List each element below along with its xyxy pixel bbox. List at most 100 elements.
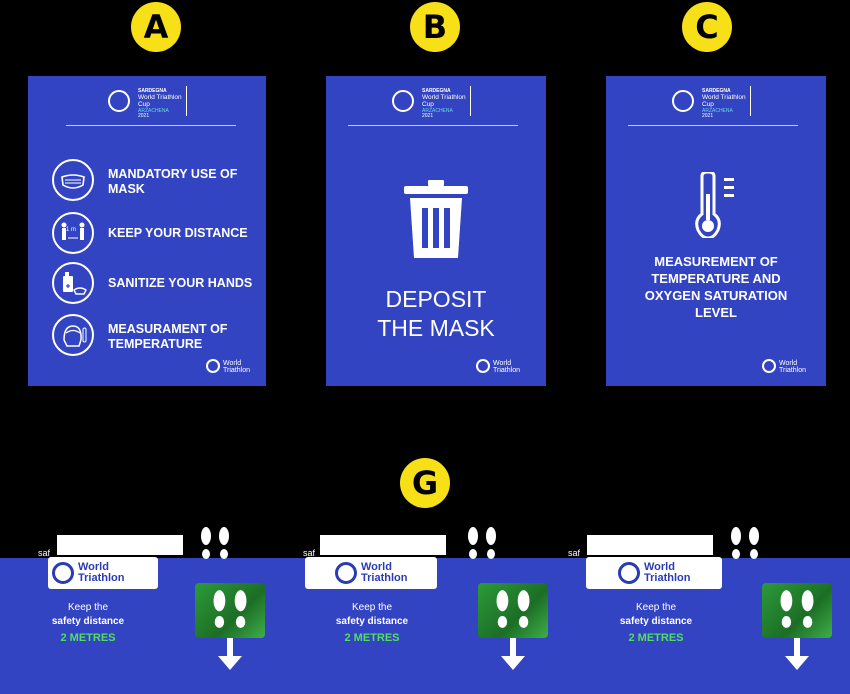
green-footprints-box: [478, 583, 548, 638]
world-triathlon-icon: [52, 562, 74, 584]
item-mask: MANDATORY USE OF MASK: [52, 159, 262, 203]
badge-c: C: [682, 2, 732, 52]
event-logo-icon: [672, 90, 694, 112]
floor-sign-logo: saf World Triathlon: [285, 535, 485, 589]
event-logo-line5: 2021: [138, 113, 150, 119]
footprints-icon: [468, 527, 496, 559]
poster-c: SARDEGNA World Triathlon Cup ARZACHENA 2…: [606, 76, 826, 386]
safety-text: safety distance: [335, 616, 409, 627]
keep-text: Keep the: [635, 602, 677, 613]
world-triathlon-icon: [618, 562, 640, 584]
thermometer-face-icon: [52, 314, 94, 356]
wt-line2: Triathlon: [779, 367, 806, 374]
world-triathlon-icon: [762, 359, 776, 373]
floor-sign-text: Keep the safety distance 2 METRES: [586, 601, 726, 645]
side-text: saf: [303, 548, 316, 558]
footprints-icon: [731, 527, 759, 559]
thermometer-icon: [695, 172, 734, 238]
arrow-down-icon: [785, 638, 809, 670]
event-logo: SARDEGNA World Triathlon Cup ARZACHENA 2…: [672, 86, 762, 119]
event-logo-line3: Cup: [702, 101, 714, 108]
arrow-down-icon: [218, 638, 242, 670]
event-logo-line4: ARZACHENA: [422, 108, 453, 114]
divider: [628, 125, 798, 126]
keep-text: Keep the: [351, 602, 393, 613]
safety-text: safety distance: [51, 616, 125, 627]
side-text: saf: [38, 548, 51, 558]
item-label: SANITIZE YOUR HANDS: [108, 276, 253, 290]
floor-sign-text: Keep the safety distance 2 METRES: [302, 601, 442, 645]
item-label: MANDATORY USE OF MASK: [108, 167, 238, 196]
event-logo-line2: World Triathlon: [422, 94, 466, 101]
poster-b: SARDEGNA World Triathlon Cup ARZACHENA 2…: [326, 76, 546, 386]
wt-line1: World: [223, 360, 242, 367]
divider: [348, 125, 518, 126]
metres-text: 2 METRES: [344, 632, 400, 644]
item-label: KEEP YOUR DISTANCE: [108, 226, 248, 240]
safety-text: safety distance: [619, 616, 693, 627]
footprints-icon: [780, 590, 814, 628]
event-logo: SARDEGNA World Triathlon Cup ARZACHENA 2…: [392, 86, 482, 119]
measurement-line4: LEVEL: [695, 305, 737, 320]
world-triathlon-icon: [206, 359, 220, 373]
item-label: MEASURAMENT OF TEMPERATURE: [108, 322, 228, 351]
item-temperature: MEASURAMENT OF TEMPERATURE: [52, 314, 262, 358]
wt-line2: Triathlon: [493, 367, 520, 374]
event-logo-line5: 2021: [422, 113, 434, 119]
item-distance: 1 m KEEP YOUR DISTANCE: [52, 212, 262, 256]
distance-icon: 1 m: [52, 212, 94, 254]
world-triathlon-logo: World Triathlon: [476, 358, 524, 376]
poster-a: SARDEGNA World Triathlon Cup ARZACHENA 2…: [28, 76, 266, 386]
event-logo-icon: [392, 90, 414, 112]
wt-line1: World: [361, 561, 392, 573]
divider: [66, 125, 236, 126]
badge-g: G: [400, 458, 450, 508]
event-logo-line1: SARDEGNA: [138, 88, 167, 94]
event-logo-line2: World Triathlon: [702, 94, 746, 101]
event-logo-line1: SARDEGNA: [422, 88, 451, 94]
event-logo-line3: Cup: [422, 101, 434, 108]
badge-a: A: [131, 2, 181, 52]
green-footprints-box: [762, 583, 832, 638]
trash-icon: [404, 180, 468, 258]
event-logo-line5: 2021: [702, 113, 714, 119]
wt-line2: Triathlon: [644, 572, 691, 584]
side-text: saf: [568, 548, 581, 558]
green-footprints-box: [195, 583, 265, 638]
metres-text: 2 METRES: [628, 632, 684, 644]
floor-sign-text: Keep the safety distance 2 METRES: [18, 601, 158, 645]
wt-line1: World: [644, 561, 675, 573]
sanitizer-icon: [52, 262, 94, 304]
floor-sign-logo: saf World Triathlon: [22, 535, 222, 589]
wt-line2: Triathlon: [78, 572, 125, 584]
world-triathlon-logo: World Triathlon: [762, 358, 810, 376]
wt-line1: World: [78, 561, 109, 573]
keep-text: Keep the: [67, 602, 109, 613]
event-logo: SARDEGNA World Triathlon Cup ARZACHENA 2…: [108, 86, 198, 119]
footprints-icon: [201, 527, 229, 559]
arrow-down-icon: [501, 638, 525, 670]
deposit-line2: THE MASK: [377, 315, 495, 341]
wt-line2: Triathlon: [223, 367, 250, 374]
world-triathlon-logo: World Triathlon: [206, 358, 254, 376]
wt-line2: Triathlon: [361, 572, 408, 584]
deposit-line1: DEPOSIT: [385, 286, 487, 312]
event-logo-line3: Cup: [138, 101, 150, 108]
world-triathlon-icon: [335, 562, 357, 584]
event-logo-line1: SARDEGNA: [702, 88, 731, 94]
metres-text: 2 METRES: [60, 632, 116, 644]
wt-line1: World: [779, 360, 798, 367]
measurement-line2: TEMPERATURE AND: [651, 271, 781, 286]
item-sanitize: SANITIZE YOUR HANDS: [52, 262, 262, 306]
event-logo-line4: ARZACHENA: [702, 108, 733, 114]
distance-unit: 1 m: [66, 227, 77, 233]
badge-b: B: [410, 2, 460, 52]
mask-icon: [52, 159, 94, 201]
footprints-icon: [496, 590, 530, 628]
event-logo-icon: [108, 90, 130, 112]
event-logo-line4: ARZACHENA: [138, 108, 169, 114]
event-logo-line2: World Triathlon: [138, 94, 182, 101]
floor-sign-logo: saf World Triathlon: [552, 535, 752, 589]
wt-line1: World: [493, 360, 512, 367]
footprints-icon: [213, 590, 247, 628]
